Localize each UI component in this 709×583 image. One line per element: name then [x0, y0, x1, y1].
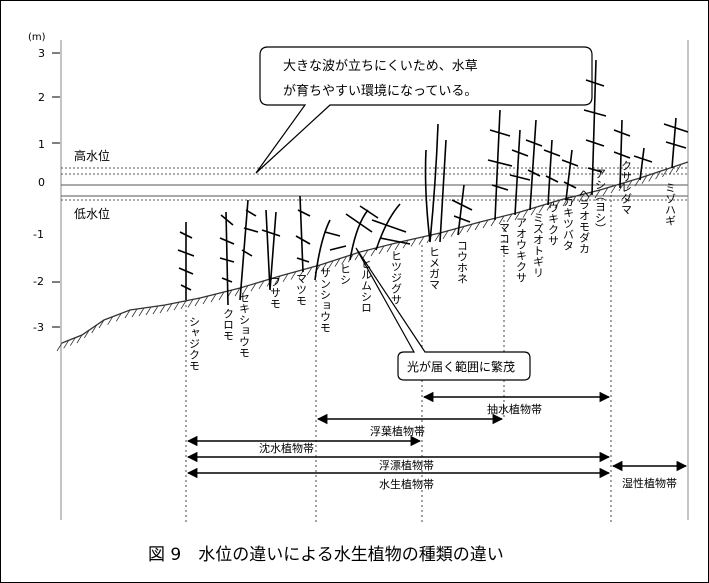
- species-label: ミゾハギ: [664, 182, 677, 226]
- species-labels: シャジクモ クロモ セキショウモ フサモ マツモ サンショウモ ヒシ ヒルムシロ…: [188, 160, 677, 371]
- species-label: クサレダマ: [620, 160, 633, 215]
- species-label: アオウキクサ: [515, 217, 528, 283]
- species-label: ヒツジグサ: [390, 250, 403, 305]
- species-label: マツモ: [295, 273, 308, 306]
- species-label: クロモ: [222, 308, 235, 341]
- figure-caption: 図 9 水位の違いによる水生植物の種類の違い: [148, 545, 504, 565]
- zone-arrows: [186, 391, 688, 479]
- wave-callout-line2: が育ちやすい環境になっている。: [283, 83, 477, 99]
- tick-label: 3: [38, 47, 45, 60]
- low-water-label: 低水位: [74, 206, 110, 221]
- species-label: ヘラオモダカ: [578, 188, 591, 254]
- hygrophilous-zone-label: 湿性植物帯: [622, 476, 677, 490]
- tick-label: -3: [33, 321, 44, 334]
- species-label: シャジクモ: [188, 316, 201, 371]
- plant-illustrations: [177, 59, 689, 306]
- tick-label: -1: [33, 228, 44, 241]
- species-label: アシ（ヨシ）: [594, 168, 607, 234]
- species-label: コウホネ: [456, 240, 469, 284]
- tick-label: 2: [38, 91, 45, 104]
- species-label: ヒメガマ: [428, 246, 441, 290]
- submerged-zone-label: 沈水植物帯: [259, 441, 314, 455]
- species-label: ミズオトギリ: [532, 212, 545, 278]
- light-callout-text: 光が届く範囲に繁茂: [407, 359, 515, 374]
- light-callout: 光が届く範囲に繁茂: [355, 247, 531, 381]
- species-label: ヒルムシロ: [360, 258, 373, 313]
- zone-guides: [185, 195, 612, 525]
- water-level-lines: [61, 167, 688, 201]
- species-label: セキショウモ: [238, 292, 251, 358]
- species-label: サンショウモ: [319, 267, 332, 333]
- species-label: ウキクサ: [547, 202, 560, 246]
- free-floating-zone-label: 浮漂植物帯: [379, 458, 434, 472]
- emergent-zone-label: 抽水植物帯: [487, 402, 542, 416]
- aquatic-zone-label: 水生植物帯: [379, 477, 434, 491]
- tick-label: -2: [33, 275, 44, 288]
- axis-ticks: 3 2 1 0 -1 -2 -3: [33, 47, 60, 334]
- species-label: ヒシ: [339, 263, 352, 285]
- high-water-label: 高水位: [74, 148, 110, 163]
- species-label: マコモ: [498, 222, 511, 255]
- floating-leaf-zone-label: 浮葉植物帯: [370, 424, 425, 438]
- species-label: フサモ: [269, 276, 282, 309]
- axis-unit: (m): [28, 32, 46, 43]
- tick-label: 0: [38, 176, 45, 189]
- wave-callout: 大きな波が立ちにくいため、水草 が育ちやすい環境になっている。: [255, 46, 593, 174]
- wave-callout-line1: 大きな波が立ちにくいため、水草: [283, 59, 478, 74]
- tick-label: 1: [38, 138, 45, 151]
- species-label: カキツバタ: [562, 196, 575, 251]
